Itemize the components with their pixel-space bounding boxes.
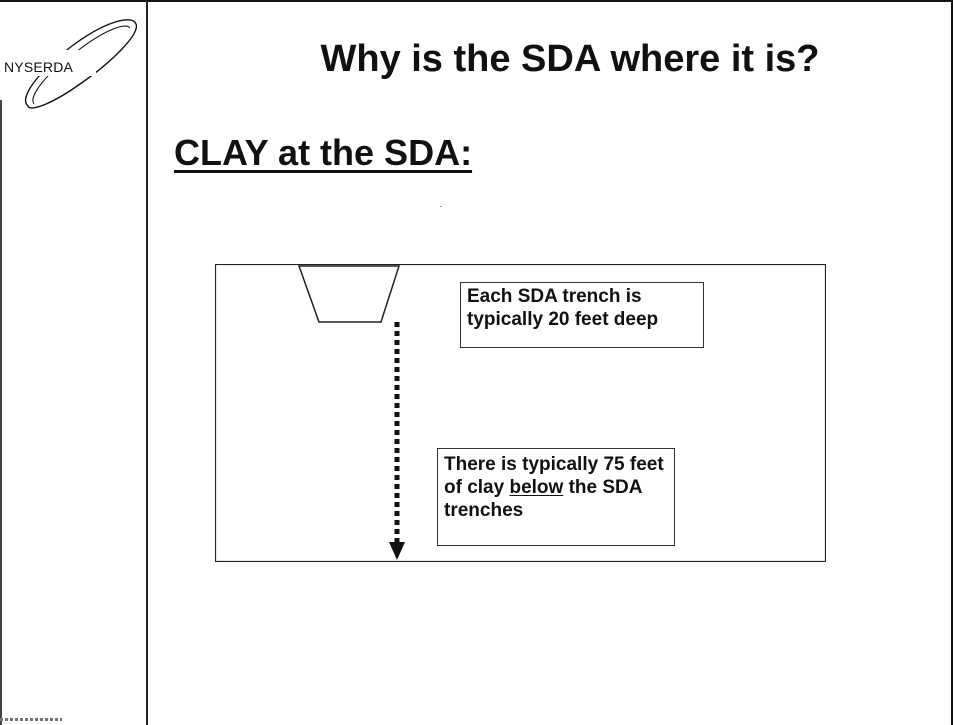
slide-title: Why is the SDA where it is? (320, 38, 820, 80)
left-border (0, 100, 2, 725)
diagram-drawing (215, 264, 826, 562)
bottom-edge-mark (0, 718, 62, 721)
ground-box (215, 264, 826, 562)
clay-callout-emphasis: below (509, 477, 564, 498)
slide-subtitle: CLAY at the SDA: (174, 132, 473, 173)
trench-shape (297, 265, 401, 323)
scan-speck (440, 206, 442, 207)
depth-arrow-head (389, 542, 405, 560)
clay-depth-callout: There is typically 75 feet of clay below… (437, 448, 675, 546)
clay-diagram: Each SDA trench is typically 20 feet dee… (215, 264, 826, 562)
logo-swoosh-icon (0, 19, 137, 109)
trench-depth-callout: Each SDA trench is typically 20 feet dee… (460, 282, 704, 348)
logo-text: NYSERDA (4, 59, 74, 75)
clay-callout-text-1: There is typically 75 feet of clay (444, 454, 664, 498)
sidebar-divider (146, 0, 148, 725)
clay-callout-text-2: the SDA trenches (444, 477, 642, 521)
nyserda-logo: NYSERDA (0, 8, 146, 128)
